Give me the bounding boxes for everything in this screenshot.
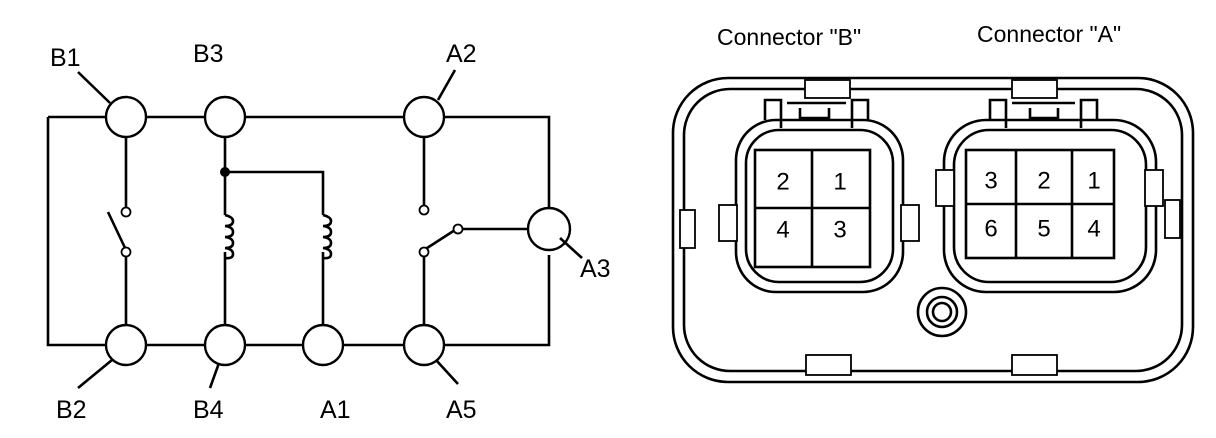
label-b1: B1 — [50, 44, 81, 72]
tab-top-a — [1011, 79, 1058, 99]
schematic: B1 B3 A2 A3 B2 B4 A1 A5 — [46, 40, 611, 424]
tab-right — [1164, 199, 1181, 239]
connector-b-title: Connector "B" — [717, 24, 861, 50]
leader-b4 — [208, 362, 221, 389]
switch-b-contact-top — [120, 206, 132, 218]
connector-b-key-right — [900, 204, 920, 242]
terminal-a2 — [402, 95, 446, 139]
label-a3: A3 — [580, 255, 611, 283]
connector-b-shell-inner — [744, 128, 895, 284]
mounting-boss-middle — [925, 295, 959, 329]
terminal-b4 — [203, 323, 247, 367]
terminal-a5 — [402, 323, 446, 367]
housing-outer — [671, 76, 1195, 384]
coil-a — [322, 213, 333, 260]
mounting-boss — [916, 286, 968, 338]
label-b2: B2 — [56, 396, 87, 424]
connector-b-pin: 1 — [833, 169, 846, 196]
connector-a-shell — [942, 118, 1158, 294]
wire-junction-a1 — [225, 170, 325, 215]
switch-a-contact-top — [418, 204, 430, 216]
leader-a3 — [559, 237, 583, 259]
switch-a-contact-bottom — [418, 246, 430, 258]
connector-a-pin: 4 — [1087, 216, 1100, 243]
terminal-a3 — [526, 206, 572, 252]
switch-a-common — [452, 223, 464, 235]
tab-left — [679, 209, 696, 249]
coil-b — [224, 213, 235, 260]
wire-right-lower — [46, 117, 551, 347]
leader-a2 — [436, 69, 457, 101]
connector-a-pin: 3 — [984, 168, 997, 195]
connector-a-key-left — [935, 169, 955, 207]
connector-b-key-left — [718, 204, 738, 242]
connector-b-latch — [763, 98, 870, 128]
terminal-a1 — [301, 323, 345, 367]
terminal-b3 — [203, 95, 247, 139]
connector-b-grid-lines — [755, 150, 870, 267]
connector-a-grid-lines — [966, 150, 1114, 258]
connector-housing: Connector "B" Connector "A" 2 1 4 3 — [671, 21, 1195, 384]
connector-a-latch — [988, 98, 1099, 128]
connector-b-pin: 2 — [776, 169, 789, 196]
switch-a-blade — [423, 228, 456, 252]
connector-b: 2 1 4 3 — [718, 98, 920, 294]
tab-top-b — [804, 79, 851, 99]
terminal-b1 — [104, 95, 148, 139]
connector-a-pin: 2 — [1037, 168, 1050, 195]
label-a1: A1 — [320, 396, 351, 424]
connector-a-key-right — [1144, 169, 1164, 207]
tab-bottom-b — [805, 354, 852, 376]
connector-b-pin: 3 — [833, 217, 846, 244]
connector-a: 3 2 1 6 5 4 — [935, 98, 1164, 294]
connector-a-pin: 6 — [984, 216, 997, 243]
label-b3: B3 — [193, 40, 224, 68]
connector-a-title: Connector "A" — [977, 21, 1121, 47]
mounting-boss-inner — [931, 301, 953, 323]
label-a2: A2 — [446, 40, 477, 68]
terminal-b2 — [104, 323, 148, 367]
leader-a5 — [435, 359, 459, 385]
connector-a-pin: 5 — [1037, 216, 1050, 243]
leader-b1 — [77, 71, 111, 104]
mounting-boss-outer — [916, 286, 968, 338]
connector-a-pin: 1 — [1087, 168, 1100, 195]
leader-b2 — [77, 358, 113, 390]
label-a5: A5 — [446, 396, 477, 424]
label-b4: B4 — [193, 396, 224, 424]
tab-bottom-a — [1011, 354, 1058, 376]
connector-b-pin: 4 — [776, 217, 789, 244]
switch-b-contact-bottom — [120, 246, 132, 258]
switch-b-blade — [106, 211, 128, 251]
